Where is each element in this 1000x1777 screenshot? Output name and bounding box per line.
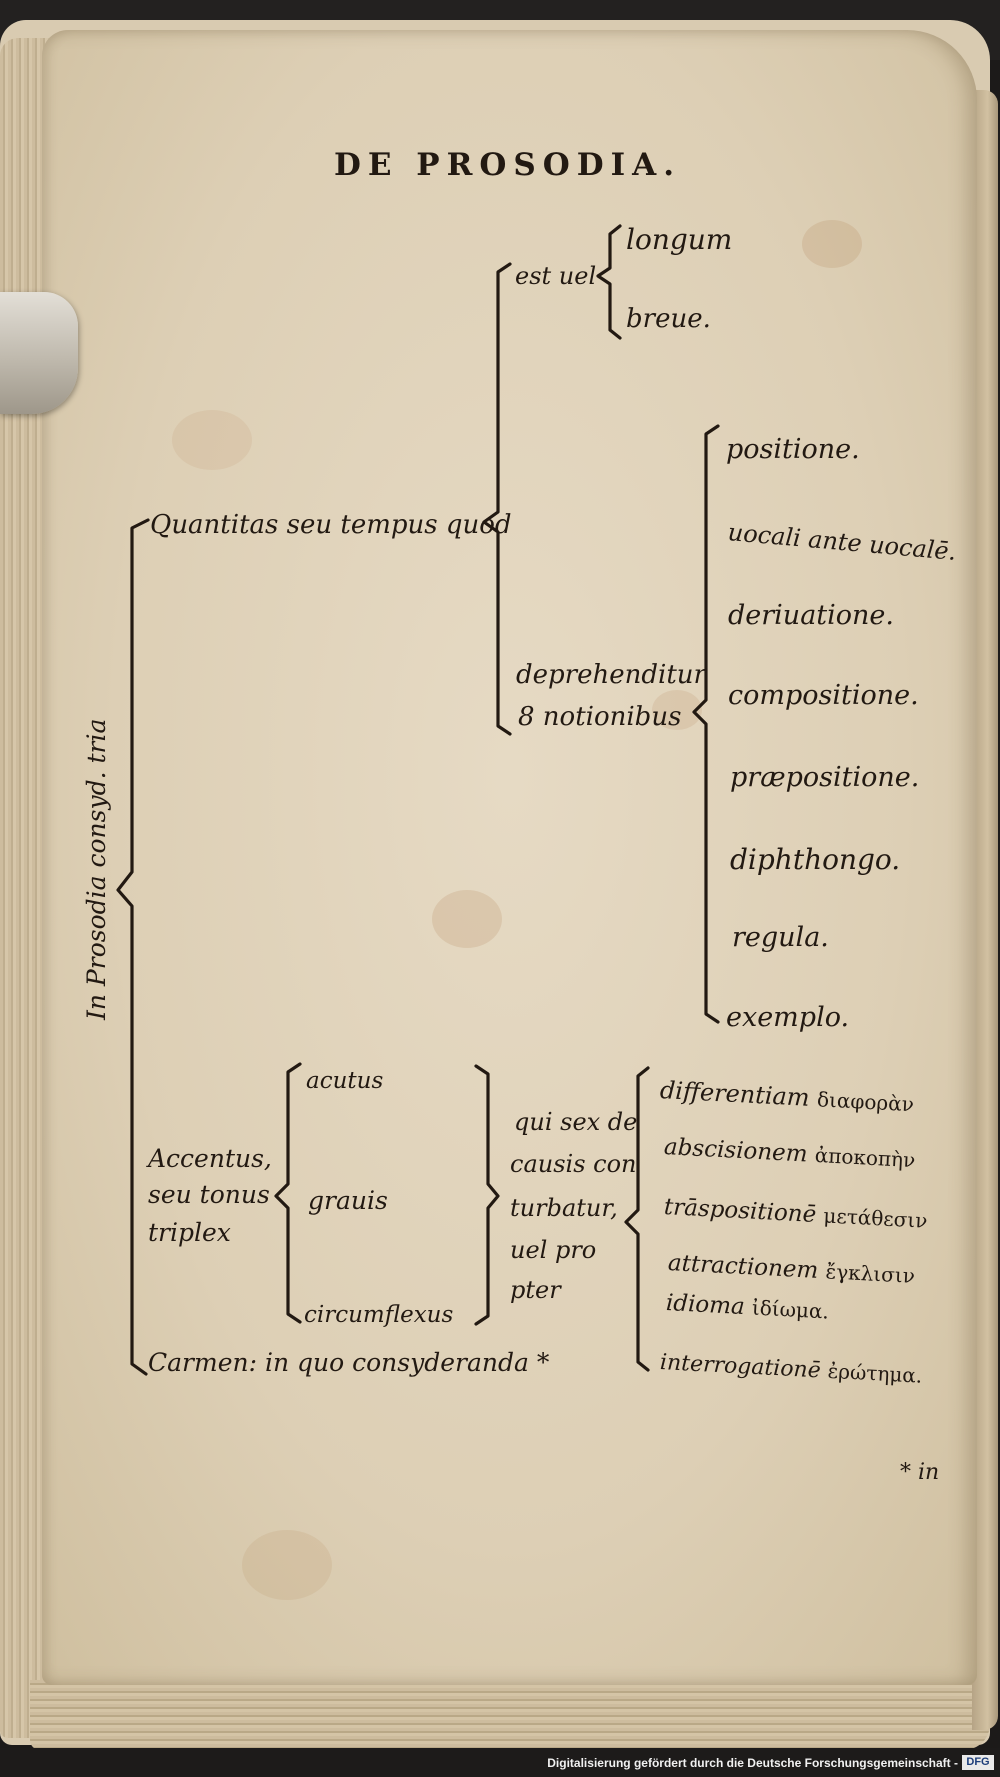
cause-latin: idioma (665, 1290, 746, 1321)
breue-label: breue. (626, 304, 711, 334)
cause-greek: ἰδίωμα. (751, 1295, 830, 1324)
brace-est-uel (596, 224, 622, 340)
cause-greek: ἔγκλισιν (824, 1259, 916, 1288)
causes-intro-line: uel pro (510, 1236, 597, 1264)
causes-intro-line: pter (510, 1276, 561, 1304)
tree-root-label: In Prosodia consyd. tria (82, 718, 111, 1020)
foxing-stain (802, 220, 862, 268)
cause-greek: ἐρώτημα. (827, 1358, 923, 1388)
brace-types-close (474, 1064, 500, 1326)
brace-accentus (274, 1062, 302, 1324)
brace-notiones (692, 424, 720, 1024)
page-edges-bottom (30, 1680, 990, 1750)
accent-type: acutus (306, 1068, 384, 1094)
foxing-stain (652, 690, 702, 730)
notio-item: regula. (732, 922, 829, 953)
foxing-stain (242, 1530, 332, 1600)
causes-intro-line: turbatur, (510, 1194, 618, 1222)
accent-type: circumflexus (304, 1302, 454, 1328)
notio-item: deriuatione. (728, 600, 894, 631)
brace-root (116, 518, 150, 1376)
cause-greek: διαφορὰν (816, 1087, 915, 1117)
catchword: * in (900, 1460, 940, 1485)
footer-bar: Digitalisierung gefördert durch die Deut… (0, 1748, 1000, 1777)
notio-item: exemplo. (726, 1002, 850, 1033)
causes-intro-line: qui sex de (514, 1108, 638, 1136)
deprehenditur-label: deprehenditur (516, 660, 706, 690)
foxing-stain (172, 410, 252, 470)
foxing-stain (432, 890, 502, 948)
dfg-logo: DFG (962, 1755, 994, 1770)
book-page (42, 30, 977, 1685)
page-marker-tab (0, 292, 78, 414)
causes-intro-line: causis con (510, 1150, 637, 1178)
brace-quantitas (482, 262, 512, 736)
brace-causes (624, 1066, 650, 1372)
carmen-label: Carmen: in quo consyderanda * (148, 1348, 550, 1377)
running-head: DE PROSODIA. (334, 147, 682, 183)
est-uel-label: est uel (515, 262, 597, 290)
longum-label: longum (626, 223, 733, 256)
accentus-label: Accentus, (148, 1144, 272, 1173)
notio-item: compositione. (728, 680, 919, 711)
accentus-label: triplex (148, 1218, 231, 1247)
notio-item: diphthongo. (730, 843, 901, 876)
quantitas-label: Quantitas seu tempus quod (150, 510, 512, 540)
footer-credit: Digitalisierung gefördert durch die Deut… (547, 1756, 958, 1770)
accent-type: grauis (308, 1186, 388, 1215)
notio-item: positione. (726, 434, 860, 465)
notionibus-label: 8 notionibus (518, 702, 682, 732)
notio-item: præpositione. (730, 762, 920, 793)
accentus-label: seu tonus (148, 1180, 270, 1209)
